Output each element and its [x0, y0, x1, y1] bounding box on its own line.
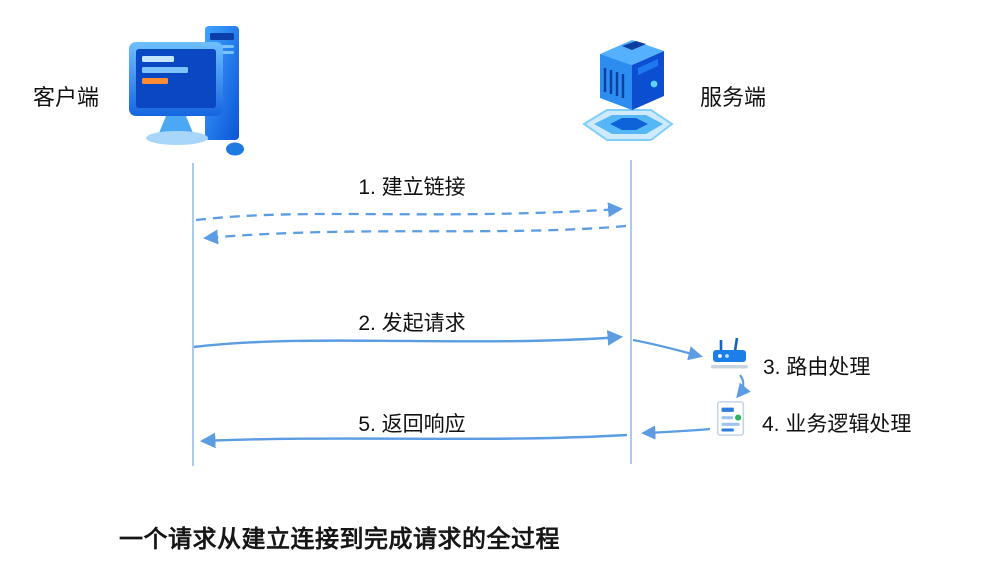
logic-to-lifeline-arrow — [641, 425, 711, 440]
client-label: 客户端 — [33, 85, 100, 110]
server-label: 服务端 — [700, 85, 767, 110]
step5-label: 5. 返回响应 — [358, 413, 466, 436]
document-list-icon — [712, 400, 750, 438]
step3-label: 3. 路由处理 — [763, 356, 871, 379]
step4-label: 4. 业务逻辑处理 — [762, 413, 912, 436]
router-icon — [708, 335, 750, 375]
handshake-arrow-right — [195, 202, 623, 222]
desktop-computer-icon — [125, 18, 257, 163]
handshake-arrow-left — [203, 224, 627, 245]
server-to-router-arrow — [632, 338, 703, 361]
step1-label: 1. 建立链接 — [358, 176, 466, 199]
router-to-logic-arrow — [736, 374, 751, 399]
request-arrow — [193, 330, 624, 349]
server-icon — [570, 26, 686, 158]
diagram-caption: 一个请求从建立连接到完成请求的全过程 — [119, 526, 560, 553]
step2-label: 2. 发起请求 — [358, 312, 466, 335]
